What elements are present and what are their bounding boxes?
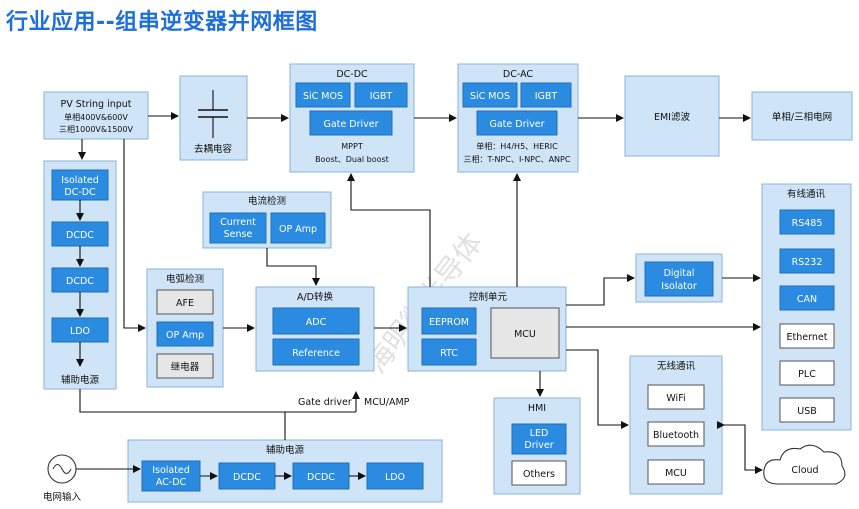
- aux-left-dcdc1: DCDC: [66, 230, 94, 241]
- control-unit-block: 控制单元 EEPROM RTC MCU: [407, 286, 567, 372]
- mcu-amp-label: MCU/AMP: [364, 397, 410, 408]
- aux-bottom-iso2: AC-DC: [156, 477, 187, 488]
- aux-bottom-dcdc1: DCDC: [233, 472, 261, 483]
- aux-left-caption: 辅助电源: [61, 374, 100, 386]
- pv-label: PV String input: [60, 99, 131, 110]
- arc-detection-block: 电弧检测 AFE OP Amp 继电器: [146, 268, 224, 388]
- current-title: 电流检测: [248, 195, 286, 207]
- dc-ac-block: DC-AC SiC MOS IGBT Gate Driver 单相：H4/H5、…: [457, 63, 579, 173]
- current-sense2: Sense: [224, 229, 253, 240]
- arc-title: 电弧检测: [166, 273, 204, 285]
- aux-left-iso2: DC-DC: [64, 187, 96, 198]
- wireless-mcu: MCU: [665, 468, 687, 479]
- dcac-sic: SiC MOS: [470, 91, 510, 102]
- aux-left-iso1: Isolated: [61, 175, 99, 186]
- emi-label: EMI滤波: [654, 111, 691, 123]
- cloud-icon: Cloud: [763, 444, 846, 485]
- current-opamp: OP Amp: [279, 224, 317, 235]
- connectors: [76, 112, 763, 480]
- hmi-others: Others: [523, 469, 555, 480]
- dcdc-gate: Gate Driver: [323, 119, 378, 130]
- wired-plc: PLC: [798, 369, 816, 380]
- wired-ethernet: Ethernet: [787, 332, 828, 343]
- emi-filter-block: EMI滤波: [624, 75, 720, 157]
- hmi-led1: LED: [530, 428, 549, 439]
- current-detection-block: 电流检测 Current Sense OP Amp: [202, 191, 332, 249]
- adc-title: A/D转换: [297, 291, 334, 303]
- dcdc-title: DC-DC: [336, 69, 368, 80]
- wired-rs485: RS485: [792, 218, 823, 229]
- pv-line1: 单相400V&600V: [64, 112, 128, 122]
- dcdc-note2: Boost、Dual boost: [315, 155, 389, 164]
- ctrl-eeprom: EEPROM: [429, 317, 469, 328]
- wired-can: CAN: [797, 294, 817, 305]
- page-title: 行业应用--组串逆变器并网框图: [6, 10, 318, 35]
- ctrl-rtc: RTC: [440, 348, 458, 359]
- ad-conversion-block: A/D转换 ADC Reference: [255, 286, 375, 372]
- arc-afe: AFE: [176, 298, 194, 309]
- aux-left-dcdc2: DCDC: [66, 276, 94, 287]
- aux-bottom-title: 辅助电源: [266, 444, 305, 456]
- dcac-title: DC-AC: [503, 69, 533, 80]
- aux-bottom-dcdc2: DCDC: [307, 472, 335, 483]
- dcdc-sic: SiC MOS: [303, 91, 343, 102]
- arc-opamp: OP Amp: [166, 330, 204, 341]
- arc-relay: 继电器: [171, 361, 200, 373]
- ctrl-mcu: MCU: [514, 329, 536, 340]
- wireless-title: 无线通讯: [657, 360, 696, 372]
- dcac-note2: 三相：T-NPC、I-NPC、ANPC: [464, 154, 571, 164]
- adc-ref: Reference: [292, 348, 340, 359]
- aux-left-ldo: LDO: [70, 326, 90, 337]
- aux-bottom-ldo: LDO: [385, 472, 405, 483]
- gate-driver-label: Gate driver: [298, 397, 352, 408]
- grid-output-block: 单相/三相电网: [751, 91, 853, 141]
- digiso-line2: Isolator: [661, 281, 697, 292]
- current-sense1: Current: [220, 217, 256, 228]
- digiso-line1: Digital: [664, 268, 695, 279]
- hmi-block: HMI LED Driver Others: [493, 397, 581, 495]
- aux-bottom-iso1: Isolated: [152, 465, 190, 476]
- wired-communication-block: 有线通讯 RS485 RS232 CAN Ethernet PLC USB: [761, 183, 852, 431]
- wireless-wifi: WiFi: [666, 393, 685, 404]
- dcac-gate: Gate Driver: [489, 119, 544, 130]
- wired-usb: USB: [797, 406, 817, 417]
- grid-in-label: 电网输入: [43, 491, 82, 503]
- decoupling-capacitor-block: 去耦电容: [179, 75, 248, 161]
- cloud-label: Cloud: [791, 465, 818, 476]
- ctrl-title: 控制单元: [469, 291, 508, 303]
- aux-power-bottom-block: 辅助电源 Isolated AC-DC DCDC DCDC LDO: [127, 439, 443, 503]
- dcac-note1: 单相：H4/H5、HERIC: [476, 141, 558, 151]
- dcdc-note1: MPPT: [341, 142, 363, 151]
- ac-source-icon: 电网输入: [43, 454, 82, 503]
- hmi-led2: Driver: [524, 440, 553, 451]
- dcac-igbt: IGBT: [535, 91, 558, 102]
- adc-adc: ADC: [306, 317, 327, 328]
- wired-rs232: RS232: [792, 257, 823, 268]
- dc-dc-block: DC-DC SiC MOS IGBT Gate Driver MPPT Boos…: [289, 63, 415, 173]
- decap-label: 去耦电容: [194, 143, 233, 155]
- grid-out-label: 单相/三相电网: [772, 111, 832, 123]
- wired-title: 有线通讯: [787, 188, 826, 200]
- pv-string-input-block: PV String input 单相400V&600V 三相1000V&1500…: [43, 91, 149, 140]
- wireless-bluetooth: Bluetooth: [653, 430, 699, 441]
- wireless-communication-block: 无线通讯 WiFi Bluetooth MCU: [629, 355, 723, 495]
- dcdc-igbt: IGBT: [370, 91, 393, 102]
- digital-isolator-block: Digital Isolator: [635, 253, 723, 303]
- pv-line2: 三相1000V&1500V: [59, 124, 133, 134]
- hmi-title: HMI: [528, 403, 546, 414]
